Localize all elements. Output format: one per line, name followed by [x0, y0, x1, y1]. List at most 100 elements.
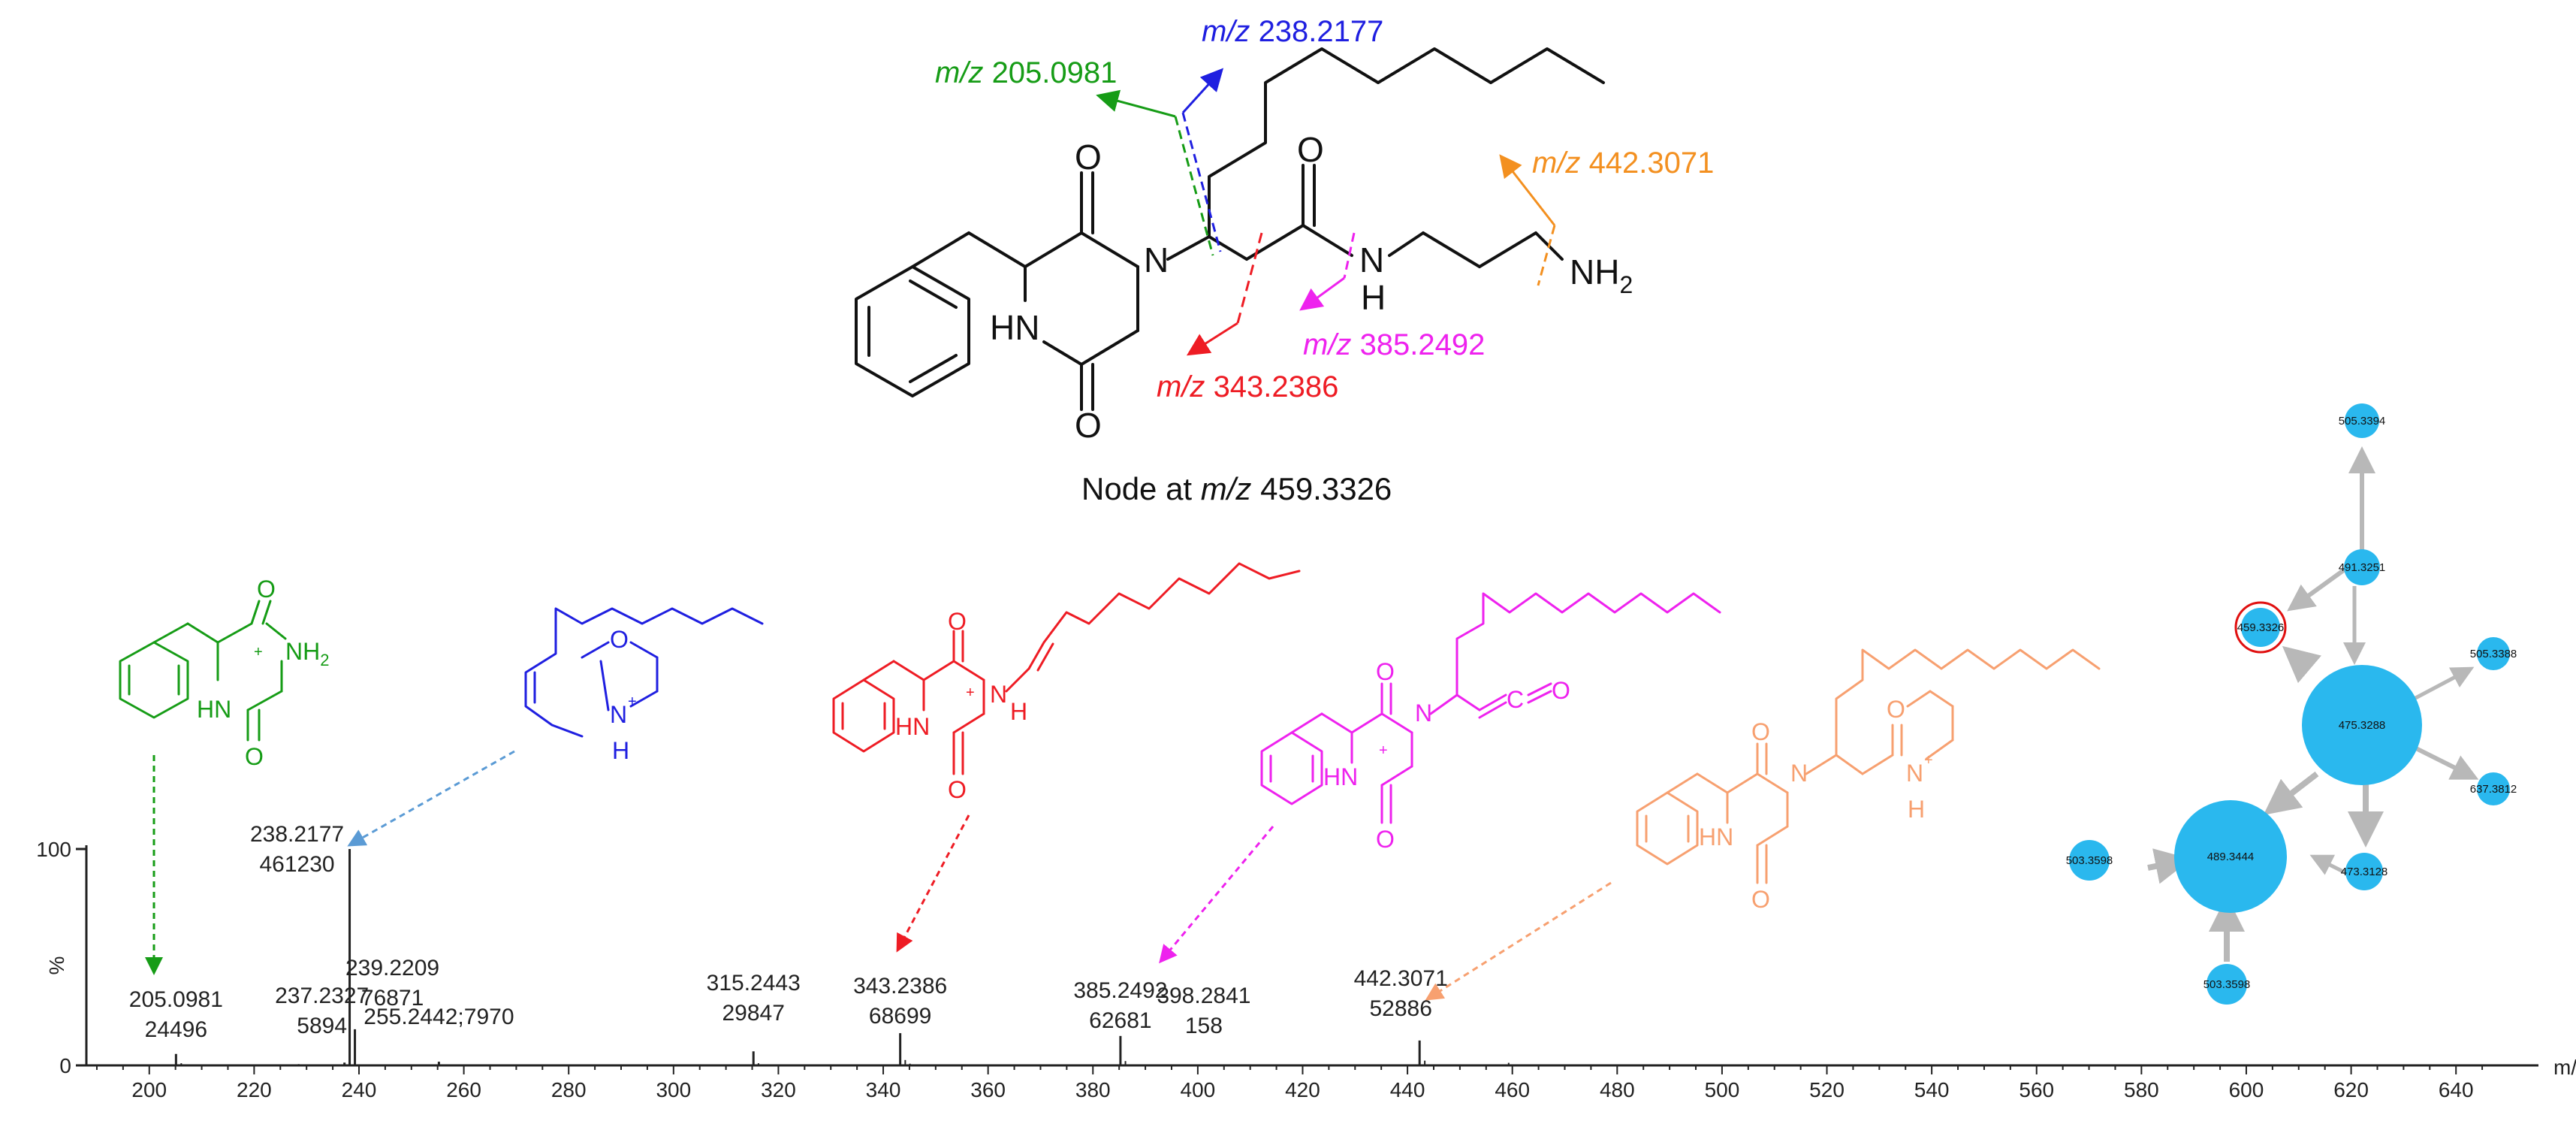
node-label: 503.3598: [2066, 854, 2113, 867]
atom-o: O: [257, 576, 276, 603]
x-tick-label: 400: [1181, 1078, 1216, 1101]
network-node[interactable]: 491.3251: [2339, 549, 2386, 585]
atom-h: H: [612, 737, 629, 764]
x-axis-label: m/z: [2553, 1056, 2576, 1079]
fragment-structure-343: [832, 562, 1301, 775]
fragment-label: m/z 442.3071: [1532, 147, 1714, 180]
x-tick-label: 480: [1600, 1078, 1635, 1101]
cleavage-238: m/z 238.2177: [1181, 15, 1383, 252]
atom-labels: O N HN O O N H NH2: [990, 130, 1633, 445]
x-tick-label: 440: [1390, 1078, 1425, 1101]
node-label: 475.3288: [2339, 719, 2386, 732]
network-node[interactable]: 505.3388: [2470, 637, 2517, 670]
cleavage-205: m/z 205.0981: [935, 56, 1214, 256]
x-tick-label: 540: [1914, 1078, 1950, 1101]
peak-mz-label: 442.3071: [1354, 966, 1448, 991]
x-tick-label: 640: [2439, 1078, 2474, 1101]
x-tick-label: 220: [237, 1078, 272, 1101]
network-node[interactable]: 503.3598: [2203, 964, 2251, 1005]
network-edge: [2406, 666, 2475, 705]
x-tick-label: 320: [761, 1078, 796, 1101]
arrow-to-343: [896, 814, 970, 953]
node-label: 503.3598: [2203, 978, 2251, 991]
x-tick-label: 380: [1075, 1078, 1111, 1101]
parent-molecule: O N HN O O N H NH2 m/z 205.0981 m/z 238.…: [855, 15, 1714, 506]
fragment-structure-205: [119, 600, 287, 742]
atom-hn: HN: [1323, 763, 1358, 790]
charge-plus: +: [966, 684, 975, 701]
x-tick-label: 280: [551, 1078, 587, 1101]
molecular-network: 505.3394 491.3251 459.3326 505.3388 475.…: [2066, 403, 2517, 1005]
x-tick-label: 620: [2333, 1078, 2369, 1101]
charge-plus: +: [628, 693, 637, 710]
node-label: 459.3326: [2237, 621, 2285, 634]
charge-plus: +: [1924, 752, 1933, 769]
benzene-ring: [855, 265, 970, 397]
atom-n: N: [990, 681, 1007, 708]
x-tick-label: 500: [1705, 1078, 1740, 1101]
peak-intensity-label: 158: [1185, 1014, 1223, 1038]
fragment-structure-385: [1260, 592, 1721, 824]
x-tick-label: 600: [2229, 1078, 2264, 1101]
atom-hn: HN: [197, 696, 231, 723]
y-tick-label: 0: [59, 1054, 71, 1077]
fragment-label: m/z 238.2177: [1202, 15, 1383, 48]
x-tick-label: 460: [1495, 1078, 1530, 1101]
node-label: 473.3128: [2341, 866, 2388, 878]
fragment-structure-238: [524, 607, 764, 738]
fragment-205-labels: O NH2 + HN O: [197, 576, 329, 770]
network-node[interactable]: 503.3598: [2066, 840, 2113, 881]
peak-intensity-label: 52886: [1369, 996, 1431, 1021]
charge-plus: +: [1379, 742, 1388, 759]
x-tick-label: 200: [131, 1078, 167, 1101]
fragment-343-labels: O N H + HN O: [895, 608, 1027, 803]
network-node[interactable]: 473.3128: [2341, 853, 2388, 890]
atom-o: O: [1376, 826, 1395, 853]
peak-mz-label: 239.2209: [345, 956, 439, 980]
peak-intensity-label: 24496: [145, 1017, 207, 1042]
node-label: 491.3251: [2339, 561, 2386, 574]
peak-mz-label: 315.2443: [707, 971, 801, 996]
arrow-to-385: [1159, 826, 1274, 964]
diketopiperazine-ring: [1024, 171, 1139, 411]
atom-hn: HN: [895, 713, 930, 740]
peak-intensity-label: 29847: [722, 1001, 785, 1026]
fragment-label: m/z 343.2386: [1157, 370, 1338, 403]
atom-n: N: [610, 701, 627, 728]
network-node[interactable]: 475.3288: [2302, 665, 2422, 785]
x-tick-label: 520: [1809, 1078, 1845, 1101]
network-node[interactable]: 637.3812: [2470, 772, 2517, 805]
peak-intensity-label: 76871: [361, 986, 424, 1011]
network-node[interactable]: 489.3444: [2174, 800, 2287, 913]
network-edge: [2263, 771, 2319, 815]
atom-o: O: [1075, 406, 1102, 445]
peak-mz-label: 237.2327: [275, 984, 369, 1008]
atom-o: O: [948, 776, 967, 803]
arrow-to-442: [1425, 881, 1612, 1001]
fragment-label: m/z 385.2492: [1303, 328, 1485, 361]
network-edge: [2287, 567, 2346, 612]
network-node[interactable]: 505.3394: [2339, 403, 2386, 438]
cleavage-442: m/z 442.3071: [1499, 147, 1714, 286]
spectrum-peaks: [174, 849, 1896, 1065]
node-label: 489.3444: [2207, 851, 2255, 863]
fragment-structure-442: [1636, 648, 2101, 884]
atom-n: N: [1359, 240, 1384, 279]
atom-o: O: [1376, 658, 1395, 685]
peak-mz-label: 255.2442;7970: [363, 1005, 514, 1029]
x-tick-label: 420: [1285, 1078, 1320, 1101]
peak-intensity-label: 5894: [297, 1014, 347, 1038]
network-node[interactable]: 459.3326: [2234, 601, 2287, 654]
x-tick-label: 340: [866, 1078, 901, 1101]
peak-mz-label: 398.2841: [1157, 984, 1250, 1008]
fragment-238-labels: O N + H: [610, 626, 637, 764]
atom-nh2: NH2: [1570, 252, 1633, 298]
cleavage-343: m/z 343.2386: [1157, 232, 1338, 403]
atom-hn: HN: [1699, 823, 1733, 851]
atom-nh2: NH2: [285, 638, 329, 669]
x-tick-label: 560: [2019, 1078, 2054, 1101]
peak-intensity-label: 68699: [869, 1004, 931, 1029]
